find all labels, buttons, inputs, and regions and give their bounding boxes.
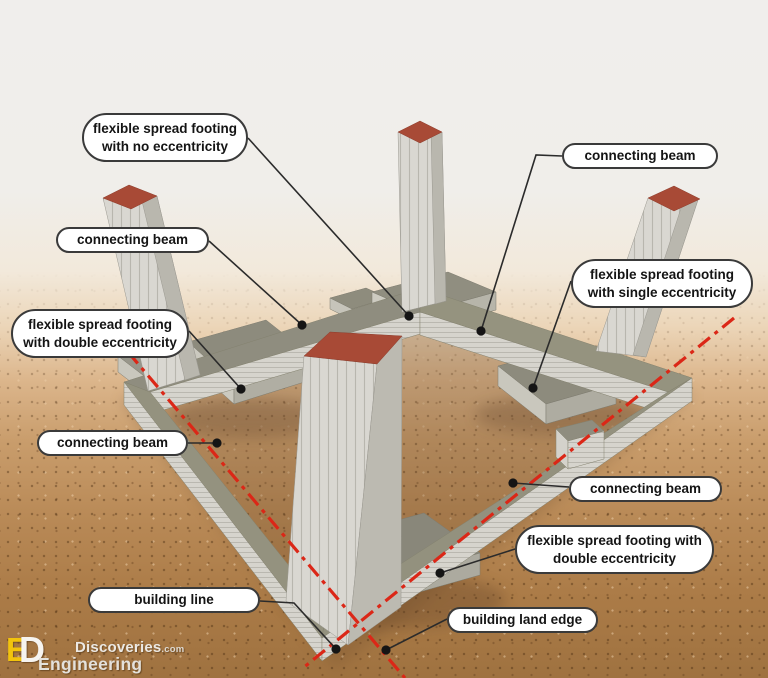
column-front (285, 331, 403, 646)
logo-com-suffix: .com (161, 644, 185, 655)
leader-dots (212, 311, 538, 655)
beam-end-stub (555, 419, 605, 470)
logo-discoveries-word: Discoveries (75, 639, 162, 656)
label-building-line: building line (88, 587, 260, 613)
logo-monogram-d: D (19, 629, 46, 670)
logo-monogram-e: E (6, 631, 29, 668)
logo-discoveries-text: Discoveries.com (75, 639, 184, 656)
column-left (102, 184, 201, 392)
label-footing-double-eccentricity-bottom: flexible spread footing with double ecce… (515, 525, 714, 575)
label-connecting-beam-lower-right: connecting beam (569, 476, 722, 502)
leader-lines (188, 137, 572, 651)
label-connecting-beam-upper-left: connecting beam (56, 227, 209, 253)
column-back (397, 120, 447, 313)
engineering-discoveries-logo: E D Discoveries.com Engineering (6, 629, 196, 677)
logo-monogram: E D (6, 629, 46, 670)
label-footing-double-eccentricity-left: flexible spread footing with double ecce… (11, 309, 189, 359)
building-land-edge-line (126, 350, 407, 678)
label-connecting-beam-lower-left: connecting beam (37, 430, 188, 456)
label-footing-no-eccentricity: flexible spread footing with no eccentri… (82, 113, 248, 163)
logo-engineering-text: Engineering (38, 654, 143, 674)
label-footing-single-eccentricity: flexible spread footing with single ecce… (571, 259, 753, 309)
label-connecting-beam-upper-right: connecting beam (562, 143, 718, 169)
label-building-land-edge: building land edge (447, 607, 598, 633)
